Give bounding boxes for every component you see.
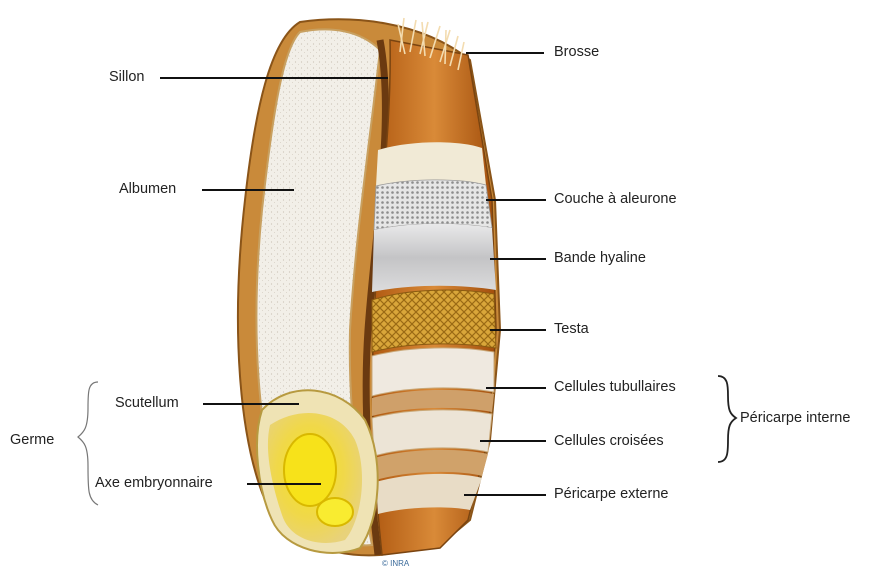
credit-inra: © INRA [382, 560, 409, 568]
